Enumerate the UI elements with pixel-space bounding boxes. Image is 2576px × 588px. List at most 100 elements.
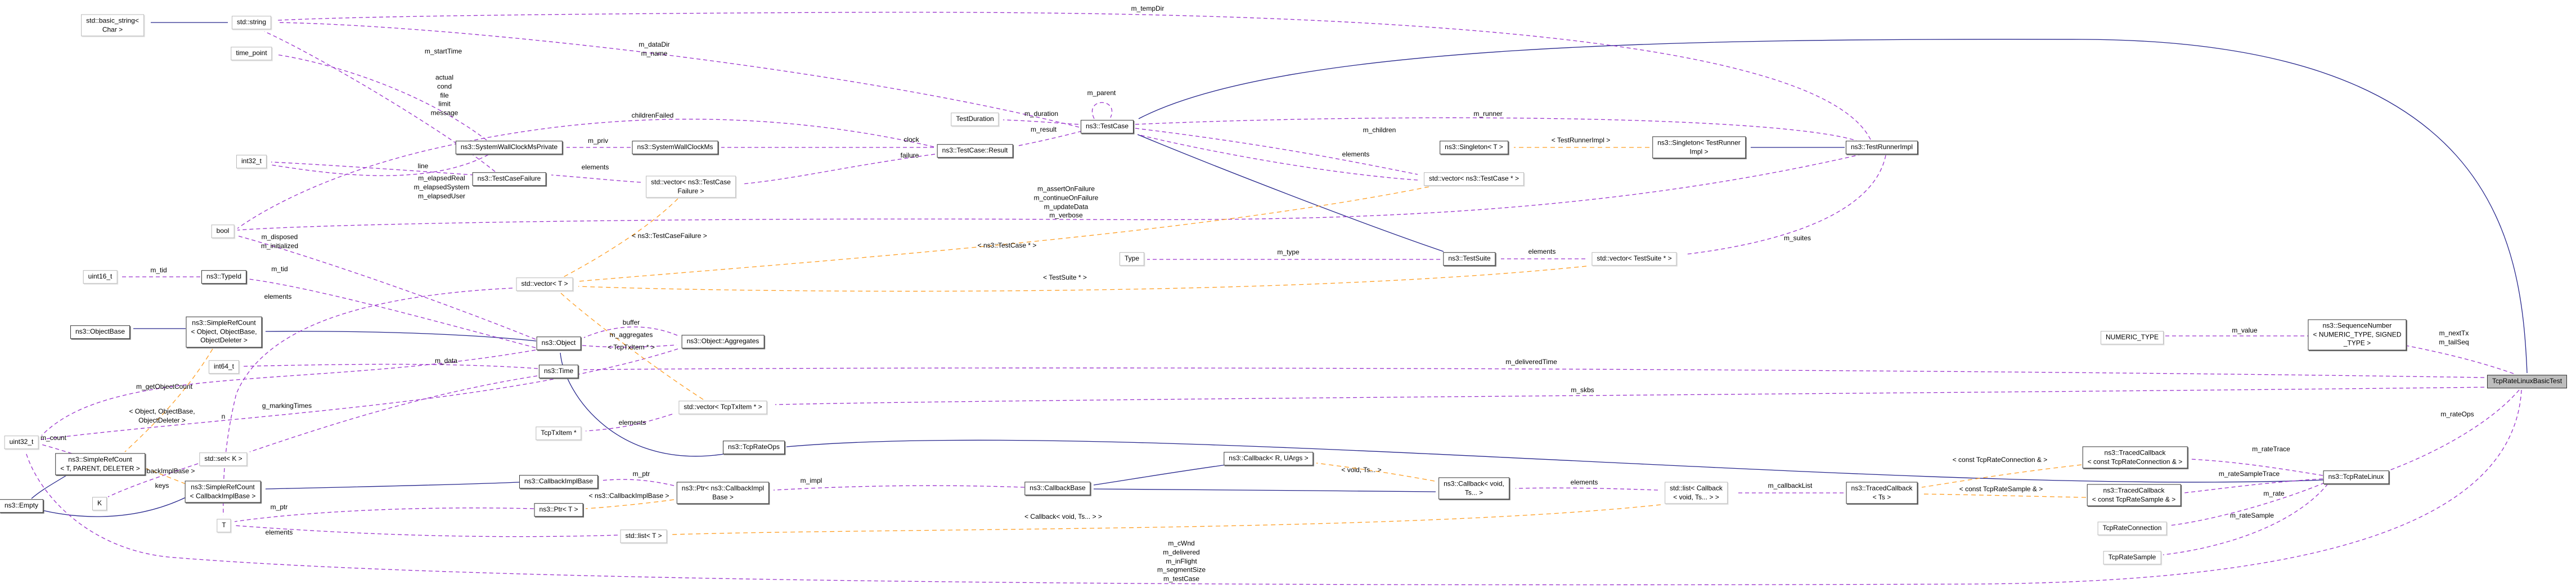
node-systemwallclockms[interactable]: ns3::SystemWallClockMs bbox=[632, 141, 718, 154]
node-testrunnerimpl[interactable]: ns3::TestRunnerImpl bbox=[1845, 141, 1918, 154]
edge-elements-tc bbox=[1137, 134, 1418, 181]
node-callbackimplbase[interactable]: ns3::CallbackImplBase bbox=[519, 475, 599, 488]
edge-label-tmpl-runner: < TestRunnerImpl > bbox=[1551, 136, 1611, 145]
node-empty[interactable]: ns3::Empty bbox=[0, 499, 44, 513]
edge-label-m-priv: m_priv bbox=[587, 137, 609, 145]
node-ptr-t[interactable]: ns3::Ptr< T > bbox=[534, 503, 583, 517]
edge-m-disposed bbox=[237, 235, 536, 340]
node-tracedcallback-ratesample[interactable]: ns3::TracedCallback < const TcpRateSampl… bbox=[2087, 484, 2181, 506]
node-vector-testsuite-ptr: std::vector< TestSuite * > bbox=[1592, 252, 1677, 266]
edge-label-m-starttime: m_startTime bbox=[424, 47, 462, 56]
node-time-point: time_point bbox=[231, 47, 272, 60]
edge-label-elements-vector: elements bbox=[264, 293, 292, 301]
node-int32-t: int32_t bbox=[236, 155, 267, 168]
node-list-t: std::list< T > bbox=[620, 529, 667, 543]
edge-elements-vector bbox=[223, 288, 513, 516]
node-typeid[interactable]: ns3::TypeId bbox=[201, 270, 247, 284]
node-simplerefcount-cib[interactable]: ns3::SimpleRefCount < CallbackImplBase > bbox=[185, 481, 261, 503]
edge-inherit-srctpd-empty bbox=[31, 475, 67, 499]
edge-label-tmpl-ood: < Object, ObjectBase, ObjectDeleter > bbox=[129, 407, 195, 424]
edge-label-tmpl-callbackvoid: < Callback< void, Ts... > > bbox=[1024, 513, 1102, 521]
node-object-aggregates[interactable]: ns3::Object::Aggregates bbox=[681, 335, 765, 348]
node-vector-testcase-ptr: std::vector< ns3::TestCase * > bbox=[1423, 172, 1525, 186]
edge-label-m-ptr-t: m_ptr bbox=[270, 503, 288, 511]
edge-label-elements-listt: elements bbox=[265, 528, 293, 537]
edge-label-m-rateops: m_rateOps bbox=[2440, 410, 2474, 419]
edge-elements-callback bbox=[1515, 487, 1658, 491]
edge-label-m-result: m_result bbox=[1030, 125, 1057, 134]
node-t: T bbox=[217, 519, 231, 532]
edge-tmpl-testcasefailure bbox=[563, 198, 678, 277]
node-testcase[interactable]: ns3::TestCase bbox=[1080, 120, 1134, 133]
node-simplerefcount-object[interactable]: ns3::SimpleRefCount < Object, ObjectBase… bbox=[186, 316, 262, 348]
edge-m-elapsed bbox=[271, 154, 489, 176]
edge-label-m-tempdir: m_tempDir bbox=[1131, 5, 1165, 13]
edge-label-gmarkingtimes: g_markingTimes bbox=[262, 402, 312, 410]
node-sequencenumber[interactable]: ns3::SequenceNumber < NUMERIC_TYPE, SIGN… bbox=[2308, 319, 2407, 351]
node-tcprateops[interactable]: ns3::TcpRateOps bbox=[722, 441, 785, 454]
edge-label-m-count: m_count bbox=[40, 434, 67, 442]
edge-m-result bbox=[1018, 131, 1082, 146]
node-singleton-testrunnerimpl[interactable]: ns3::Singleton< TestRunner Impl > bbox=[1652, 136, 1746, 159]
edge-label-m-callbacklist: m_callbackList bbox=[1768, 482, 1813, 490]
edge-label-m-skbs: m_skbs bbox=[1571, 386, 1594, 394]
edge-label-buffer: buffer bbox=[622, 318, 640, 327]
node-tcprateconnection: TcpRateConnection bbox=[2097, 522, 2167, 535]
edge-label-tmpl-ptrcib: < ns3::CallbackImplBase > bbox=[588, 492, 669, 500]
edge-m-parent bbox=[1091, 102, 1112, 119]
edge-label-tmpl-tcptxitem: < TcpTxItem * > bbox=[608, 343, 655, 352]
edge-m-tid-object bbox=[249, 279, 536, 348]
edge-m-runner bbox=[1135, 117, 1857, 141]
edge-label-line: line bbox=[417, 162, 429, 170]
node-vector-testcasefailure: std::vector< ns3::TestCase Failure > bbox=[646, 176, 736, 198]
node-callback-r-uargs[interactable]: ns3::Callback< R, UArgs > bbox=[1224, 452, 1314, 465]
edge-label-m-ratesample: m_rateSample bbox=[2229, 511, 2274, 520]
edge-label-failure: failure bbox=[900, 151, 919, 160]
node-testcase-result[interactable]: ns3::TestCase::Result bbox=[937, 144, 1013, 158]
edge-label-m-impl: m_impl bbox=[800, 477, 822, 485]
edge-elements-txitem bbox=[585, 414, 673, 432]
edge-m-ratetrace bbox=[2190, 459, 2323, 476]
edge-m-ratesampletrace bbox=[2183, 478, 2323, 493]
node-tracedcallback-ts[interactable]: ns3::TracedCallback < Ts > bbox=[1846, 482, 1918, 504]
edge-tmpl-callbackvoid bbox=[671, 504, 1661, 535]
edge-label-m-tid-object: m_tid bbox=[271, 265, 288, 273]
edge-m-count bbox=[41, 444, 73, 454]
edge-m-suites bbox=[1685, 155, 1886, 255]
node-callbackbase[interactable]: ns3::CallbackBase bbox=[1024, 482, 1091, 495]
node-simplerefcount-tpd[interactable]: ns3::SimpleRefCount < T, PARENT, DELETER… bbox=[55, 453, 145, 475]
node-singleton-t[interactable]: ns3::Singleton< T > bbox=[1440, 141, 1508, 154]
node-tcpratelinux[interactable]: ns3::TcpRateLinux bbox=[2323, 470, 2389, 484]
edge-m-ptr-t bbox=[234, 508, 534, 522]
node-objectbase[interactable]: ns3::ObjectBase bbox=[70, 325, 131, 339]
edge-label-counters: m_cWnd m_delivered m_inFlight m_segmentS… bbox=[1157, 539, 1206, 583]
edge-label-m-duration: m_duration bbox=[1024, 110, 1059, 118]
node-systemwallclockms-private[interactable]: ns3::SystemWallClockMsPrivate bbox=[455, 141, 563, 154]
edge-m-ratesample bbox=[2163, 483, 2328, 555]
edge-label-m-rate: m_rate bbox=[2263, 490, 2285, 498]
edge-inherit-callbackr-callbackbase bbox=[1093, 464, 1227, 486]
node-ptr-callbackimplbase[interactable]: ns3::Ptr< ns3::CallbackImpl Base > bbox=[676, 482, 770, 504]
edge-m-duration bbox=[1002, 119, 1079, 125]
node-testsuite[interactable]: ns3::TestSuite bbox=[1443, 252, 1496, 266]
node-time[interactable]: ns3::Time bbox=[538, 365, 579, 378]
edge-label-m-type: m_type bbox=[1277, 248, 1300, 257]
node-k: K bbox=[92, 497, 107, 510]
edge-label-m-aggregates: m_aggregates bbox=[609, 331, 653, 339]
edge-label-tmpl-testcasefailure: < ns3::TestCaseFailure > bbox=[632, 232, 707, 240]
edge-inherit-tcpratelinux-rateops bbox=[786, 439, 2324, 483]
edge-label-m-tid-u16: m_tid bbox=[150, 266, 167, 275]
node-testcasefailure[interactable]: ns3::TestCaseFailure bbox=[472, 172, 546, 186]
edge-label-failure-fields: actual cond file limit message bbox=[430, 73, 458, 117]
node-callback-void-ts[interactable]: ns3::Callback< void, Ts... > bbox=[1438, 477, 1509, 500]
edge-elements-tcf bbox=[551, 174, 641, 183]
edge-label-childrenfailed: childrenFailed bbox=[631, 111, 674, 120]
edge-label-m-datadir-m-name: m_dataDir m_name bbox=[639, 41, 670, 57]
edge-m-starttime bbox=[276, 54, 487, 141]
node-object[interactable]: ns3::Object bbox=[536, 336, 581, 350]
edge-line bbox=[271, 161, 475, 176]
edge-label-m-elapsed: m_elapsedReal m_elapsedSystem m_elapsedU… bbox=[413, 174, 470, 200]
node-tracedcallback-rateconnection[interactable]: ns3::TracedCallback < const TcpRateConne… bbox=[2082, 446, 2188, 469]
edge-m-children bbox=[1135, 128, 1418, 175]
